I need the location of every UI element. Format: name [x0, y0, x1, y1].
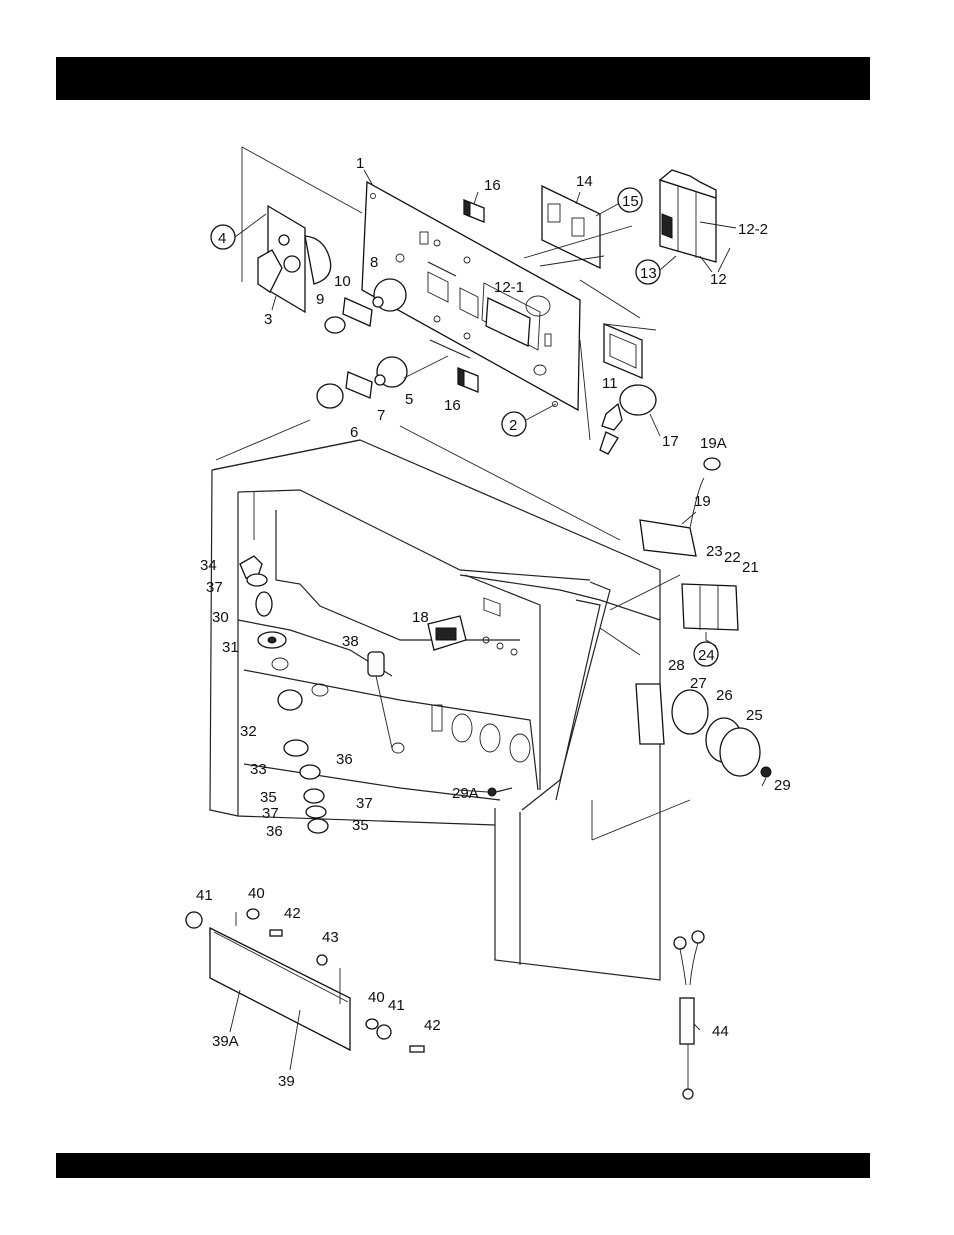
- part-32: [278, 690, 302, 710]
- callout-9: 9: [316, 291, 324, 308]
- post-30: [256, 592, 272, 616]
- callout-42-top: 42: [284, 905, 301, 922]
- callout-40-bottom: 40: [368, 989, 385, 1006]
- receptacle-25: [720, 728, 760, 776]
- callout-30: 30: [212, 609, 229, 626]
- callout-12: 12: [710, 271, 727, 288]
- callout-10: 10: [334, 273, 351, 290]
- nut-36b: [308, 819, 328, 833]
- callout-7: 7: [377, 407, 385, 424]
- callout-16-top: 16: [484, 177, 501, 194]
- breaker-board-14: [542, 186, 600, 268]
- callout-12-2: 12-2: [738, 221, 768, 238]
- callout-33: 33: [250, 761, 267, 778]
- outlet-28: [636, 684, 664, 744]
- callout-14: 14: [576, 173, 593, 190]
- plate-7: [346, 372, 372, 398]
- callout-44: 44: [712, 1023, 729, 1040]
- callout-34: 34: [200, 557, 217, 574]
- callout-36-bottom: 36: [266, 823, 283, 840]
- callout-2: 2: [509, 417, 517, 434]
- part-38: [368, 652, 384, 676]
- key-switch-17: [620, 385, 656, 415]
- washer-33: [284, 740, 308, 756]
- callout-39: 39: [278, 1073, 295, 1090]
- cover-39: [210, 928, 350, 1050]
- callout-37-right: 37: [356, 795, 373, 812]
- receptacle-27: [672, 690, 708, 734]
- callout-29a: 29A: [452, 785, 479, 802]
- callout-39a: 39A: [212, 1033, 239, 1050]
- callout-42-bottom: 42: [424, 1017, 441, 1034]
- part-19a: [704, 458, 720, 470]
- callout-4: 4: [218, 230, 226, 247]
- spacer-40a: [247, 909, 259, 919]
- callout-43: 43: [322, 929, 339, 946]
- callout-17: 17: [662, 433, 679, 450]
- callout-3: 3: [264, 311, 272, 328]
- callout-31: 31: [222, 639, 239, 656]
- callout-19: 19: [694, 493, 711, 510]
- washer-37b: [306, 806, 326, 818]
- callout-1: 1: [356, 155, 364, 172]
- callout-40-top: 40: [248, 885, 265, 902]
- callout-28: 28: [668, 657, 685, 674]
- knob-6: [317, 384, 343, 408]
- washer-41a: [186, 912, 202, 928]
- nut-36: [300, 765, 320, 779]
- callout-27: 27: [690, 675, 707, 692]
- callout-22: 22: [724, 549, 741, 566]
- callout-16-bottom: 16: [444, 397, 461, 414]
- callout-37-top: 37: [206, 579, 223, 596]
- screw-42a: [270, 930, 282, 936]
- nut-43: [317, 955, 327, 965]
- callout-23: 23: [706, 543, 723, 560]
- screw-29a: [488, 788, 496, 796]
- callout-38: 38: [342, 633, 359, 650]
- washer-37: [247, 574, 267, 586]
- control-panel-assembly: [242, 147, 716, 454]
- callout-8: 8: [370, 254, 378, 271]
- callout-18: 18: [412, 609, 429, 626]
- cable-assembly-44: [674, 931, 704, 1099]
- plate-10: [343, 298, 372, 326]
- callout-11: 11: [602, 375, 618, 392]
- cover-assembly: [186, 909, 424, 1052]
- callout-6: 6: [350, 424, 358, 441]
- callout-24: 24: [698, 647, 715, 664]
- breaker-21-23: [682, 584, 738, 630]
- callout-19a: 19A: [700, 435, 727, 452]
- nut-35: [304, 789, 324, 803]
- callout-25: 25: [746, 707, 763, 724]
- callout-29: 29: [774, 777, 791, 794]
- callout-36-top: 36: [336, 751, 353, 768]
- cable-body: [680, 998, 694, 1044]
- washer-41b: [377, 1025, 391, 1039]
- callout-15: 15: [622, 193, 639, 210]
- callout-37-left: 37: [262, 805, 279, 822]
- callout-5: 5: [405, 391, 413, 408]
- callout-32: 32: [240, 723, 257, 740]
- knob-9: [325, 317, 345, 333]
- callout-41-right: 41: [388, 997, 405, 1014]
- part-19: [640, 520, 696, 556]
- callout-26: 26: [716, 687, 733, 704]
- receptacles-and-hardware: [240, 458, 771, 833]
- callout-35-right: 35: [352, 817, 369, 834]
- callout-13: 13: [640, 265, 657, 282]
- callout-21: 21: [742, 559, 759, 576]
- callout-41-left: 41: [196, 887, 213, 904]
- screw-42b: [410, 1046, 424, 1052]
- nut-29: [761, 767, 771, 777]
- callout-12-1: 12-1: [494, 279, 524, 296]
- callout-35-left: 35: [260, 789, 277, 806]
- spacer-40b: [366, 1019, 378, 1029]
